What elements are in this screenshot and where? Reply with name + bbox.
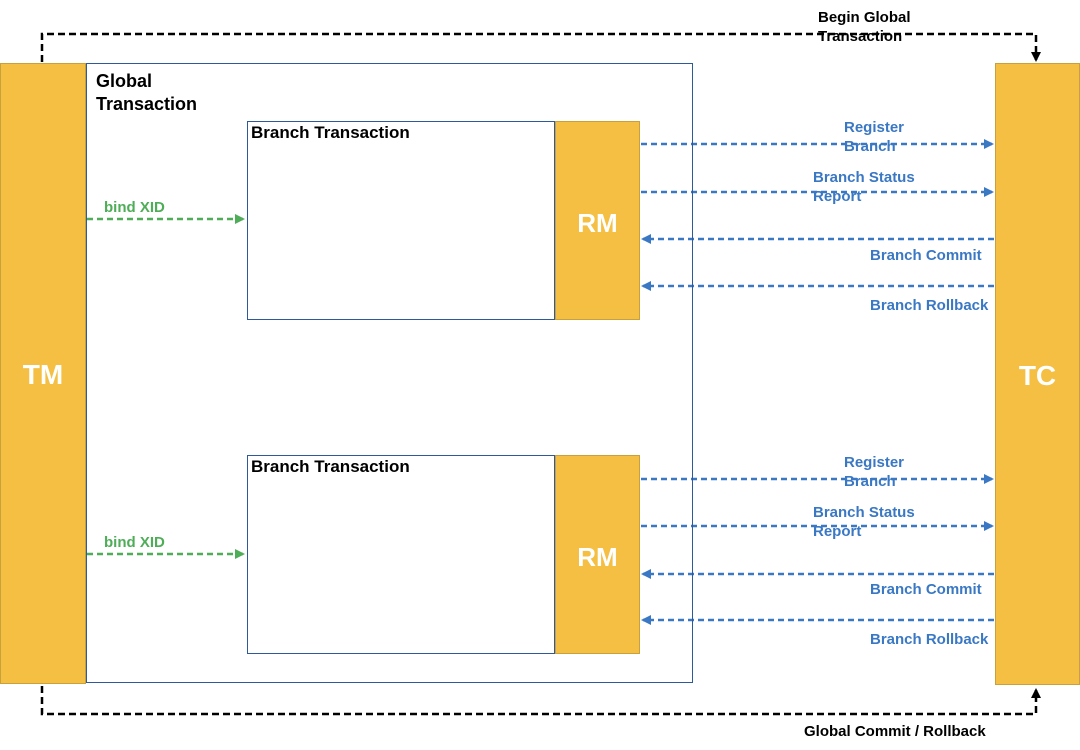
branch-transaction-title-2: Branch Transaction xyxy=(251,457,410,476)
branch-transaction-title-1: Branch Transaction xyxy=(251,123,410,142)
begin-global-arrow xyxy=(40,32,1041,62)
register-branch-label-2: Register Branch xyxy=(844,454,905,490)
bind-xid-label-2: bind XID xyxy=(104,534,165,551)
global-transaction-box xyxy=(86,63,693,683)
branch-status-label-1: Branch Status Report xyxy=(813,169,915,205)
begin-global-transaction-label: Begin Global Transaction xyxy=(818,9,911,45)
branch-status-label-2: Branch Status Report xyxy=(813,504,915,540)
rm-box-1: RM xyxy=(555,121,640,320)
branch-commit-label-1: Branch Commit xyxy=(870,247,982,264)
global-commit-arrow xyxy=(40,686,1041,716)
rm-label-1: RM xyxy=(577,208,618,238)
tc-box: TC xyxy=(995,63,1080,685)
rm-label-2: RM xyxy=(577,542,618,572)
tm-box: TM xyxy=(0,63,86,684)
branch-rollback-label-1: Branch Rollback xyxy=(870,297,989,314)
global-transaction-label: Global Transaction xyxy=(96,71,198,114)
rm-box-2: RM xyxy=(555,455,640,654)
tc-label: TC xyxy=(1018,360,1057,391)
tm-label: TM xyxy=(22,359,64,390)
branch-transaction-box-1 xyxy=(247,121,555,320)
branch-rollback-label-2: Branch Rollback xyxy=(870,631,989,648)
bind-xid-label-1: bind XID xyxy=(104,199,165,216)
branch-commit-label-2: Branch Commit xyxy=(870,581,982,598)
global-commit-rollback-label: Global Commit / Rollback xyxy=(804,723,986,740)
branch-transaction-box-2 xyxy=(247,455,555,654)
register-branch-label-1: Register Branch xyxy=(844,119,905,155)
